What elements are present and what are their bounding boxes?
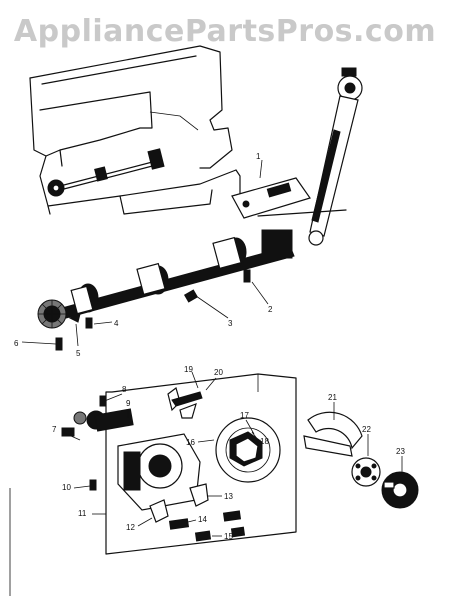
callout-17: 17 bbox=[240, 411, 249, 420]
lever-parts bbox=[167, 386, 203, 419]
callout-7: 7 bbox=[52, 425, 57, 434]
callout-13: 13 bbox=[224, 492, 233, 501]
upper-inner-shaft bbox=[47, 148, 165, 197]
callout-9: 9 bbox=[126, 399, 131, 408]
watermark-text: AppliancePartsPros.com bbox=[13, 14, 437, 49]
callout-4: 4 bbox=[114, 319, 119, 328]
bracket-plate bbox=[231, 177, 347, 219]
set-screws-upper bbox=[55, 269, 251, 351]
connecting-rod bbox=[308, 67, 363, 246]
callout-6: 6 bbox=[14, 339, 19, 348]
callout-2: 2 bbox=[268, 305, 273, 314]
callout-11: 11 bbox=[78, 509, 87, 518]
callout-3: 3 bbox=[228, 319, 233, 328]
rotary-hook-body bbox=[89, 433, 201, 511]
bobbin-case-base bbox=[215, 417, 281, 483]
hook-drive-gear bbox=[61, 395, 134, 437]
callout-15: 15 bbox=[224, 532, 233, 541]
hook-assembly-frame bbox=[105, 373, 297, 555]
callout-labels: 1 2 3 4 5 6 7 8 9 10 11 12 13 14 15 16 1… bbox=[14, 152, 405, 541]
shuttle-parts bbox=[303, 411, 419, 509]
callout-22: 22 bbox=[362, 425, 371, 434]
callout-12: 12 bbox=[126, 523, 135, 532]
callout-5: 5 bbox=[76, 349, 81, 358]
callout-21: 21 bbox=[328, 393, 337, 402]
callout-19: 19 bbox=[184, 365, 193, 374]
main-shaft bbox=[37, 229, 295, 329]
machine-body-outline bbox=[29, 45, 241, 215]
callout-8: 8 bbox=[122, 385, 127, 394]
upper-leader-lines bbox=[21, 159, 269, 347]
callout-20: 20 bbox=[214, 368, 223, 377]
callout-18: 18 bbox=[260, 437, 269, 446]
callout-23: 23 bbox=[396, 447, 405, 456]
lower-leader-lines bbox=[61, 371, 403, 537]
callout-1: 1 bbox=[256, 152, 261, 161]
callout-14: 14 bbox=[198, 515, 207, 524]
hook-small-parts bbox=[149, 483, 246, 542]
callout-10: 10 bbox=[62, 483, 71, 492]
callout-16: 16 bbox=[186, 438, 195, 447]
